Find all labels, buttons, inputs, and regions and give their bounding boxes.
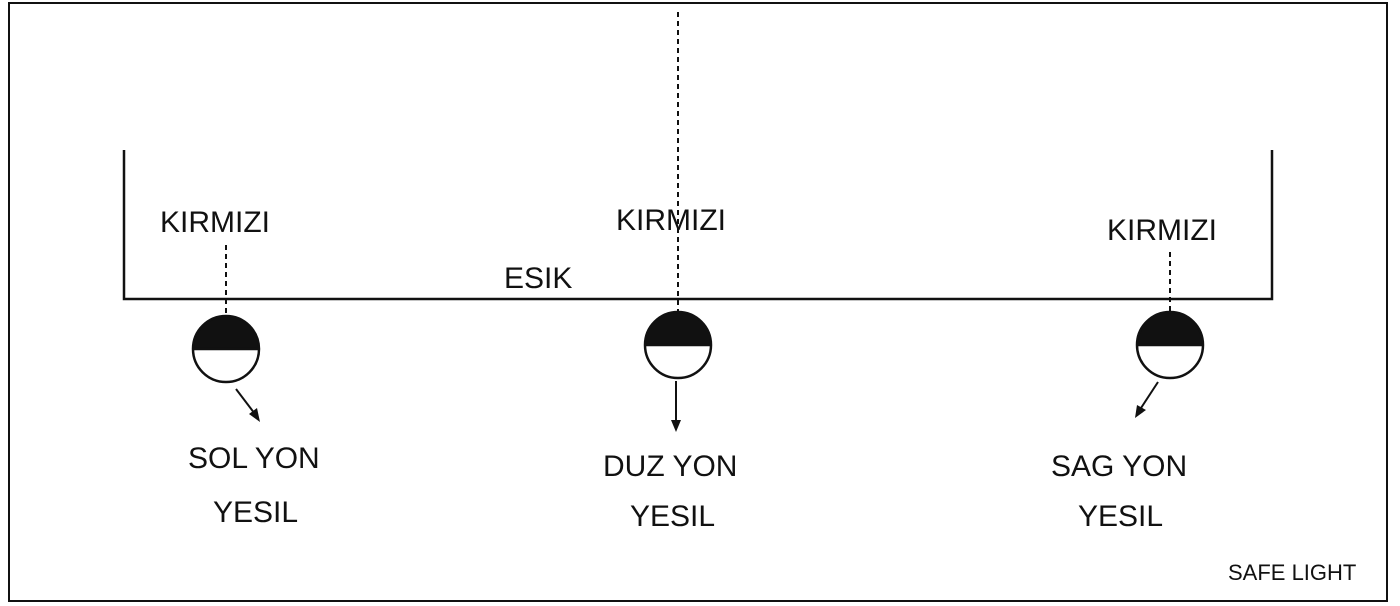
- threshold-label: ESIK: [504, 262, 573, 295]
- center-top-label: KIRMIZI: [616, 204, 726, 237]
- right-top-label: KIRMIZI: [1107, 214, 1217, 247]
- left-direction-label: SOL YON: [188, 442, 320, 475]
- right-direction-label: SAG YON: [1051, 450, 1188, 483]
- left-top-label: KIRMIZI: [160, 206, 270, 239]
- left-direction-arrow-icon: [235, 388, 260, 422]
- right-safe-light-icon: [1135, 310, 1205, 380]
- center-color-label: YESIL: [630, 500, 716, 533]
- center-direction-arrow-icon: [671, 381, 681, 432]
- threshold-bracket: [122, 150, 1274, 301]
- footer-label: SAFE LIGHT: [1228, 560, 1357, 585]
- right-direction-arrow-icon: [1135, 381, 1159, 418]
- diagram-frame: [8, 2, 1388, 602]
- right-color-label: YESIL: [1078, 500, 1164, 533]
- left-color-label: YESIL: [213, 496, 299, 529]
- center-direction-label: DUZ YON: [603, 450, 738, 483]
- left-safe-light-icon: [191, 314, 261, 384]
- center-safe-light-icon: [643, 310, 713, 380]
